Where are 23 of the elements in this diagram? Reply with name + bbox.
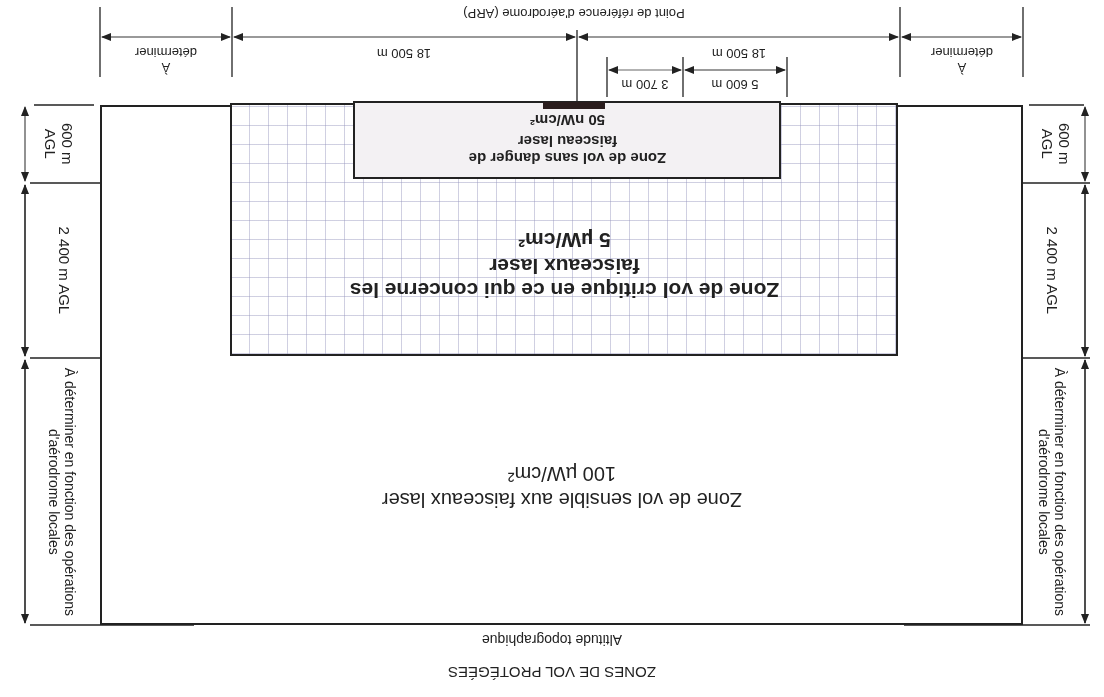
power-density-value: 50 nW/cm² bbox=[529, 111, 606, 129]
dimension-label: À déterminer en fonction des opérations d'aérodrome locales bbox=[1035, 366, 1069, 617]
safe-zone-area bbox=[353, 101, 781, 179]
dimension-label: 3 700 m bbox=[620, 76, 670, 92]
dimension-label: 600 m AGL bbox=[1038, 122, 1074, 168]
diagram-title: ZONES DE VOL PROTÉGÉES bbox=[447, 663, 657, 681]
dimension-label: À déterminer bbox=[929, 44, 995, 74]
dimension-label: 18 500 m bbox=[375, 45, 433, 61]
dimension-label: 18 500 m bbox=[710, 45, 768, 61]
zone-title: Zone de vol sans danger de faisceau laser bbox=[467, 132, 668, 167]
dimension-label: 2 400 m AGL bbox=[55, 226, 73, 317]
axis-note: Altitude topographique bbox=[480, 631, 624, 648]
dimension-label: 600 m AGL bbox=[41, 122, 77, 168]
critical-zone-area bbox=[230, 103, 898, 356]
dimension-label: À déterminer bbox=[133, 44, 199, 74]
dimension-label: À déterminer en fonction des opérations d'aérodrome locales bbox=[45, 366, 79, 617]
power-density-value: 5 µW/cm² bbox=[517, 228, 612, 252]
zone-title: Zone de vol critique en ce qui concerne les faisceaux laser bbox=[348, 253, 781, 302]
zone-title: Zone de vol sensible aux faisceaux laser bbox=[380, 488, 744, 511]
dimension-label: 5 600 m bbox=[710, 76, 760, 92]
dimension-label: 2 400 m AGL bbox=[1043, 226, 1061, 317]
power-density-value: 100 µW/cm² bbox=[506, 462, 618, 485]
reference-point-label: Point de référence d'aérodrome (ARP) bbox=[462, 5, 686, 21]
